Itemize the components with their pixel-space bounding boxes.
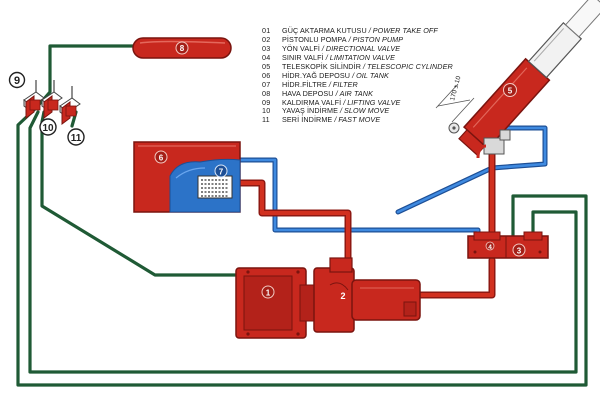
air-line-outer-loop: [16, 106, 588, 387]
piston-pump-number: 2: [340, 291, 345, 301]
legend-turkish: SERİ İNDİRME: [282, 115, 333, 125]
legend-number: 07: [262, 79, 271, 89]
legend-english: TELESCOPIC CYLINDER: [367, 62, 453, 71]
legend-turkish: HİDR.FİLTRE: [282, 79, 327, 89]
legend-turkish: YAVAŞ İNDİRME: [282, 106, 339, 116]
legend-english: OIL TANK: [356, 70, 389, 80]
legend-number: 01: [262, 26, 271, 36]
legend-number: 10: [262, 106, 271, 116]
directional-valve-number: 3: [517, 247, 522, 256]
limitation-valve-number: 4: [488, 244, 492, 251]
legend-separator: /: [325, 53, 328, 63]
legend-number: 04: [262, 53, 271, 63]
legend-english: PISTON PUMP: [352, 35, 404, 45]
svg-text:10: 10: [42, 123, 54, 134]
legend-separator: /: [348, 35, 351, 45]
legend-row: 03 YÖN VALFİ/DIRECTIONAL VALVE: [262, 45, 462, 54]
legend-separator: /: [368, 26, 371, 36]
badge-fast-move: 11: [67, 128, 85, 146]
line-pump-to-valve: [416, 256, 496, 299]
legend-separator: /: [340, 106, 343, 116]
legend-english: DIRECTIONAL VALVE: [325, 44, 401, 54]
air-tank: 8: [132, 37, 232, 59]
svg-text:11: 11: [71, 133, 82, 144]
power-take-off: 1: [235, 267, 315, 339]
legend-english: SLOW MOVE: [344, 106, 390, 116]
badge-slow-move: 10: [39, 118, 57, 136]
legend-english: LIMITATION VALVE: [329, 53, 395, 63]
air-line-inner-to-pump: [40, 110, 247, 277]
legend-turkish: YÖN VALFİ: [282, 44, 320, 54]
legend-number: 11: [262, 115, 270, 125]
air-line-middle-loop: [28, 110, 578, 374]
legend-number: 06: [262, 70, 271, 80]
legend-row: 06 HİDR.YAĞ DEPOSU/OIL TANK: [262, 71, 462, 80]
piston-pump: 2: [313, 257, 421, 333]
legend-turkish: TELESKOPİK SİLİNDİR: [282, 62, 361, 71]
power-take-off-number: 1: [266, 289, 271, 298]
control-valves: [23, 80, 81, 125]
oil-tank-number: 6: [159, 154, 164, 163]
legend-separator: /: [321, 44, 324, 54]
legend-row: 11 SERİ İNDİRME/FAST MOVE: [262, 116, 462, 125]
legend-row: 01 GÜÇ AKTARMA KUTUSU/POWER TAKE OFF: [262, 27, 462, 36]
legend-number: 08: [262, 88, 271, 98]
legend-row: 09 KALDIRMA VALFİ/LIFTING VALVE: [262, 98, 462, 107]
cylinder-base-valve: [476, 129, 511, 159]
legend-row: 10 YAVAŞ İNDİRME/SLOW MOVE: [262, 107, 462, 116]
legend-english: FILTER: [332, 79, 358, 89]
legend-row: 04 SINIR VALFİ/LIMITATION VALVE: [262, 54, 462, 63]
legend-row: 05 TELESKOPİK SİLİNDİR/TELESCOPIC CYLINDE…: [262, 63, 462, 72]
legend-separator: /: [343, 97, 346, 107]
legend-row: 08 HAVA DEPOSU/AIR TANK: [262, 89, 462, 98]
legend-english: POWER TAKE OFF: [372, 26, 438, 36]
legend-separator: /: [363, 62, 365, 71]
filter: 7: [197, 164, 233, 199]
legend-row: 02 PİSTONLU POMPA/PISTON PUMP: [262, 36, 462, 45]
legend-turkish: PİSTONLU POMPA: [282, 35, 347, 45]
legend-turkish: HİDR.YAĞ DEPOSU: [282, 70, 351, 80]
legend-number: 03: [262, 44, 271, 54]
legend-separator: /: [352, 70, 355, 80]
badge-lifting-valve: 9: [8, 71, 26, 89]
legend-turkish: GÜÇ AKTARMA KUTUSU: [282, 26, 367, 36]
legend-separator: /: [335, 88, 338, 98]
legend-turkish: HAVA DEPOSU: [282, 88, 334, 98]
legend-number: 05: [262, 62, 271, 71]
legend-english: AIR TANK: [339, 88, 373, 98]
legend-number: 09: [262, 97, 271, 107]
svg-text:9: 9: [14, 75, 20, 87]
legend-turkish: KALDIRMA VALFİ: [282, 97, 342, 107]
legend-english: LIFTING VALVE: [347, 97, 401, 107]
cylinder-number: 5: [508, 87, 513, 96]
legend-turkish: SINIR VALFİ: [282, 53, 324, 63]
legend-number: 02: [262, 35, 271, 45]
legend-separator: /: [328, 79, 331, 89]
line-tank-to-pump: [228, 179, 352, 266]
air-tank-number: 8: [180, 44, 185, 53]
legend-english: FAST MOVE: [338, 115, 381, 125]
filter-number: 7: [219, 168, 224, 177]
valve-block: 4 3: [467, 231, 549, 259]
legend-row: 07 HİDR.FİLTRE/FILTER: [262, 80, 462, 89]
legend-separator: /: [334, 115, 337, 125]
telescopic-cylinder: 5 170 ± 10: [435, 0, 600, 159]
